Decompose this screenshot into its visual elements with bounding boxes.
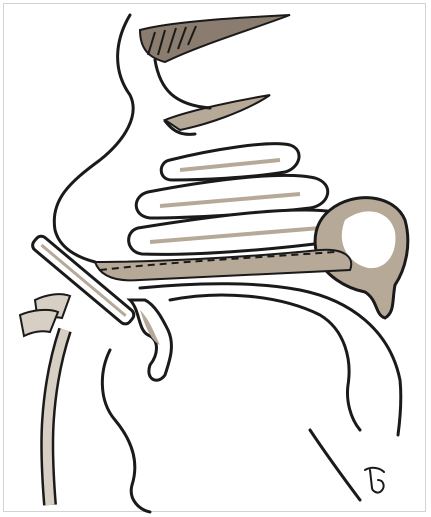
palate-band [95,250,351,281]
face-profile [54,15,133,262]
artist-signature [365,468,384,493]
neck-outline [310,430,360,500]
oral-cavity-outline [140,284,401,435]
cheek-line [155,60,210,108]
lips [130,300,171,380]
chin-outline [102,350,150,512]
tongue-outline [170,295,360,430]
turbinates [129,144,345,255]
